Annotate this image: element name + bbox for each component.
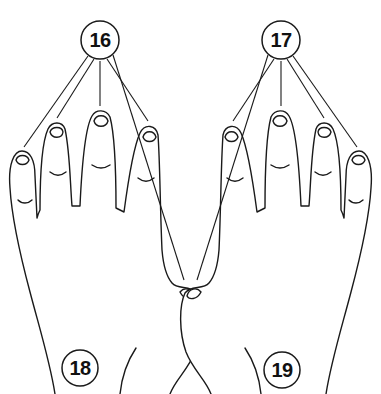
knuckle-line bbox=[227, 165, 363, 203]
finger-nail bbox=[143, 132, 156, 142]
leader-line bbox=[233, 59, 274, 121]
callout-circle: 17 bbox=[261, 20, 301, 60]
leader-lines bbox=[24, 55, 357, 280]
knuckle-line bbox=[18, 165, 154, 203]
callout-circle-shape bbox=[264, 352, 300, 388]
callout-number: 16 bbox=[89, 30, 110, 50]
callout-number: 18 bbox=[69, 358, 90, 378]
wrist-line bbox=[120, 348, 136, 394]
leader-line bbox=[107, 59, 148, 121]
leader-line bbox=[293, 56, 357, 147]
wrist-line bbox=[245, 348, 261, 394]
left-hand bbox=[10, 111, 201, 394]
hand-outline bbox=[181, 111, 372, 394]
hand-outline bbox=[10, 111, 201, 394]
finger-nail bbox=[273, 116, 287, 127]
callout-circle-shape bbox=[81, 21, 119, 59]
leader-line bbox=[280, 61, 281, 106]
callout-circle: 19 bbox=[263, 351, 301, 389]
right-hand bbox=[181, 111, 372, 394]
callout-number: 17 bbox=[270, 30, 291, 50]
callout-circle: 16 bbox=[80, 20, 120, 60]
finger-nail bbox=[50, 128, 63, 138]
leader-line bbox=[57, 59, 94, 118]
finger-nail bbox=[225, 132, 238, 142]
leader-line bbox=[24, 56, 88, 147]
leader-line bbox=[197, 55, 268, 280]
finger-nail bbox=[352, 156, 365, 165]
finger-nail bbox=[94, 116, 108, 127]
callout-number: 19 bbox=[271, 360, 292, 380]
finger-nail bbox=[318, 128, 331, 138]
finger-nail bbox=[16, 156, 29, 165]
callout-circle-shape bbox=[62, 350, 98, 386]
thumb-nail bbox=[187, 289, 201, 299]
callout-circle-shape bbox=[262, 21, 300, 59]
leader-line bbox=[287, 59, 324, 118]
leader-line bbox=[113, 55, 184, 280]
callout-circle: 18 bbox=[61, 349, 99, 387]
leader-line bbox=[99, 61, 100, 106]
